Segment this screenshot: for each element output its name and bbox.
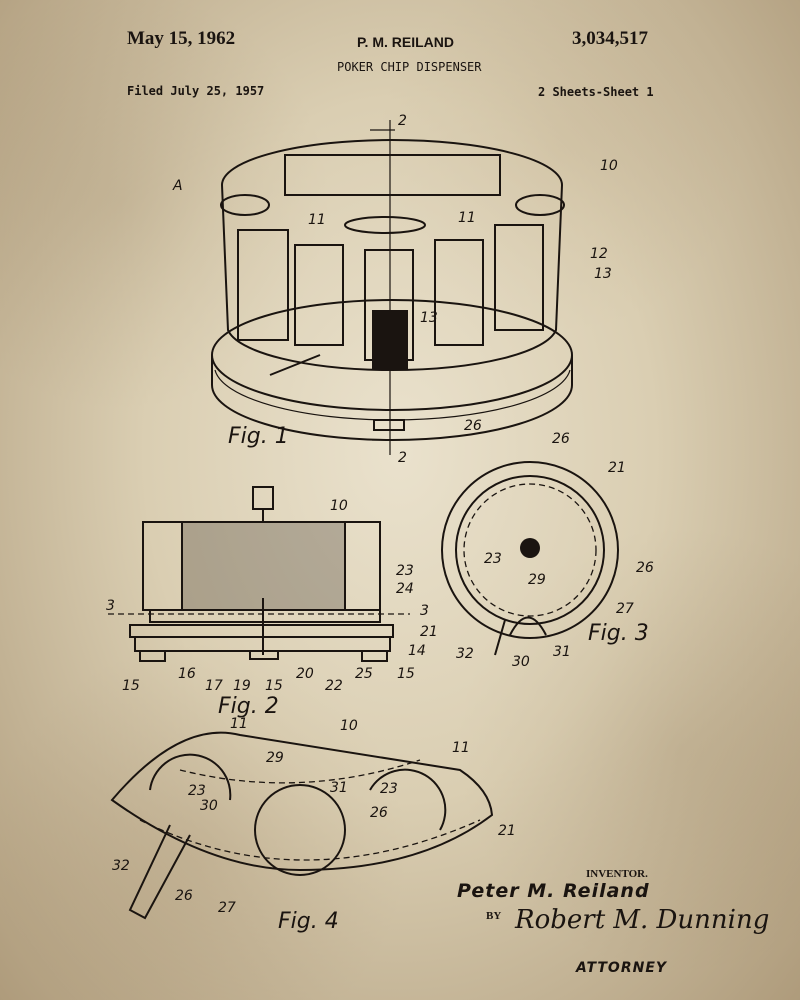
ref-numeral: 15 <box>265 678 283 694</box>
ref-numeral: 31 <box>330 780 348 796</box>
ref-numeral: 11 <box>452 740 470 756</box>
figure-4-label: Fig. 4 <box>278 909 339 934</box>
ref-numeral: 27 <box>616 601 634 617</box>
figure-4-drawing <box>110 731 494 920</box>
ref-numeral: 16 <box>178 666 196 682</box>
figure-2-drawing <box>108 486 410 662</box>
patent-title: POKER CHIP DISPENSER <box>337 60 482 74</box>
ref-numeral: 22 <box>325 678 343 694</box>
figure-1-drawing <box>211 120 573 455</box>
ref-numeral: 10 <box>600 158 618 174</box>
ref-numeral: 30 <box>200 798 218 814</box>
ref-numeral: 11 <box>230 716 248 732</box>
ref-numeral: 25 <box>355 666 373 682</box>
ref-numeral: 24 <box>396 581 414 597</box>
patent-number: 3,034,517 <box>572 28 648 49</box>
ref-numeral: 32 <box>456 646 474 662</box>
figure-3-drawing <box>441 461 619 656</box>
ref-numeral: 29 <box>266 750 284 766</box>
ref-numeral: 21 <box>498 823 516 839</box>
ref-numeral: 2 <box>398 450 407 466</box>
ref-numeral: 21 <box>420 624 438 640</box>
ref-numeral: 11 <box>458 210 476 226</box>
ref-numeral: 10 <box>340 718 358 734</box>
ref-numeral: 2 <box>398 113 407 129</box>
attorney-label: ATTORNEY <box>576 960 668 976</box>
ref-numeral: 26 <box>464 418 482 434</box>
ref-numeral: 30 <box>512 654 530 670</box>
inventor-label: INVENTOR. <box>586 868 648 880</box>
ref-numeral: 23 <box>396 563 414 579</box>
sheet-count: 2 Sheets-Sheet 1 <box>538 85 654 99</box>
figure-3-label: Fig. 3 <box>588 621 649 646</box>
ref-numeral: 15 <box>122 678 140 694</box>
ref-numeral: 13 <box>594 266 612 282</box>
ref-numeral: 12 <box>590 246 608 262</box>
ref-numeral: 26 <box>175 888 193 904</box>
ref-numeral: A <box>172 178 183 194</box>
ref-numeral: 14 <box>408 643 426 659</box>
ref-numeral: 11 <box>308 212 326 228</box>
attorney-signature: Robert M. Dunning <box>515 905 770 935</box>
ref-numeral: 26 <box>552 431 570 447</box>
ref-numeral: 31 <box>553 644 571 660</box>
ref-numeral: 10 <box>330 498 348 514</box>
ref-numeral: 3 <box>420 603 429 619</box>
by-label: BY <box>486 910 502 922</box>
ref-numeral: 26 <box>636 560 654 576</box>
figure-2-label: Fig. 2 <box>218 694 279 719</box>
ref-numeral: 26 <box>370 805 388 821</box>
inventor-name: Peter M. Reiland <box>457 880 650 902</box>
ref-numeral: 29 <box>528 572 546 588</box>
inventor-header: P. M. REILAND <box>357 34 454 50</box>
patent-date: May 15, 1962 <box>127 28 236 49</box>
ref-numeral: 15 <box>397 666 415 682</box>
ref-numeral: 27 <box>218 900 236 916</box>
ref-numeral: 17 <box>205 678 223 694</box>
ref-numeral: 19 <box>233 678 251 694</box>
ref-numeral: 23 <box>484 551 502 567</box>
ref-numeral: 3 <box>106 598 115 614</box>
figure-1-label: Fig. 1 <box>228 424 289 449</box>
filed-date: Filed July 25, 1957 <box>127 84 265 98</box>
ref-numeral: 21 <box>608 460 626 476</box>
ref-numeral: 20 <box>296 666 314 682</box>
ref-numeral: 23 <box>188 783 206 799</box>
ref-numeral: 23 <box>380 781 398 797</box>
ref-numeral: 13 <box>420 310 438 326</box>
ref-numeral: 32 <box>112 858 130 874</box>
